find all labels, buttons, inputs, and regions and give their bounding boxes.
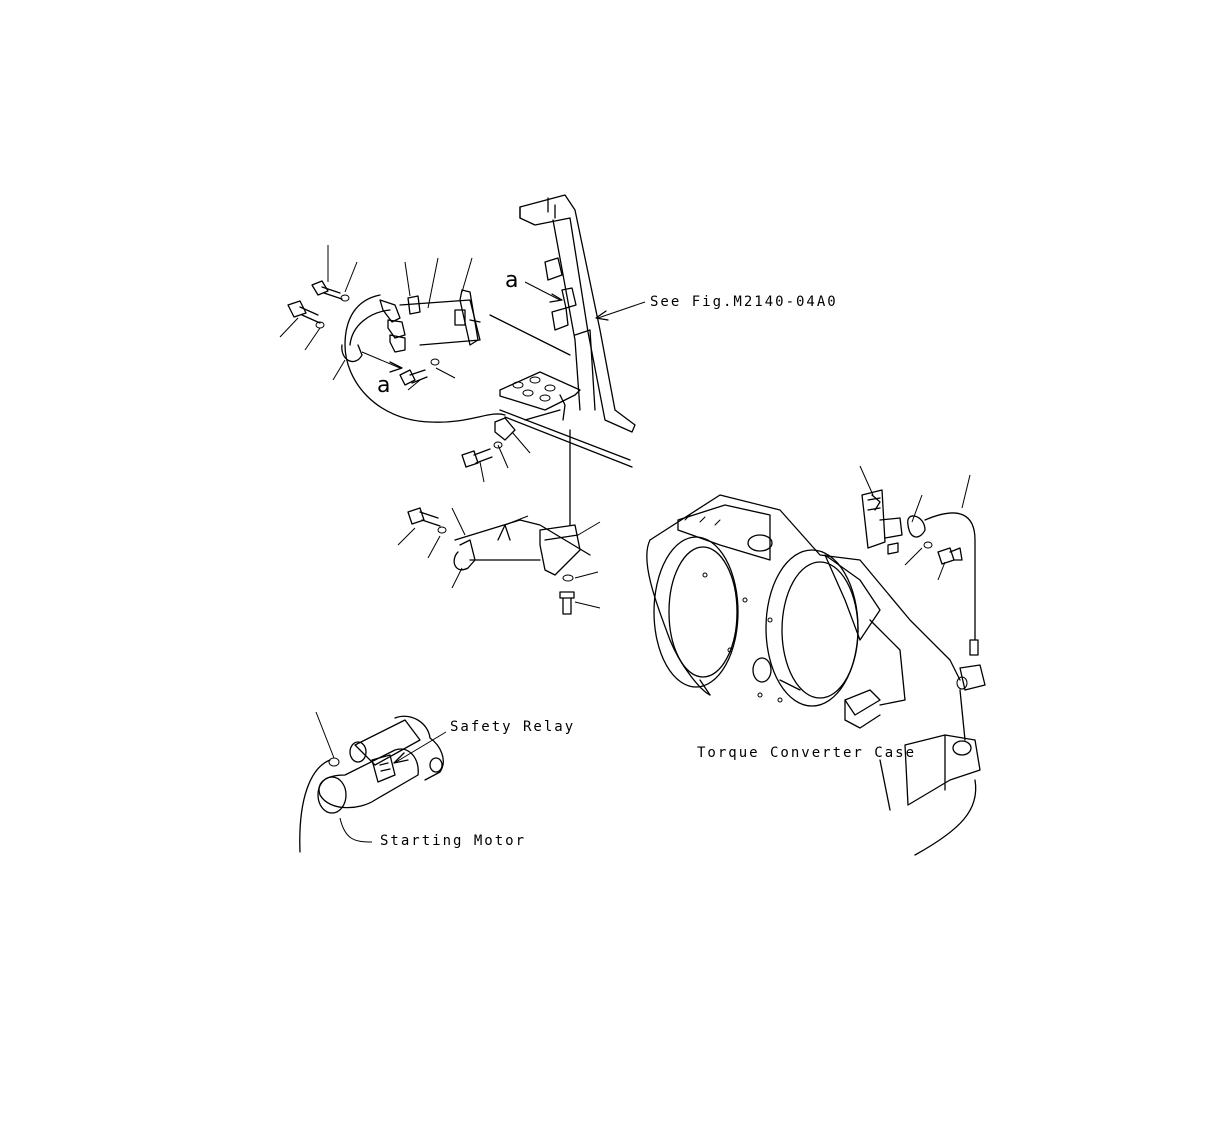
arrow-a-top xyxy=(524,281,563,303)
right-bracket xyxy=(861,489,979,656)
harness-cluster xyxy=(341,289,571,526)
starting-motor-label: Starting Motor xyxy=(380,833,526,849)
callout-leaders xyxy=(279,245,601,609)
frame-bracket xyxy=(519,194,636,433)
safety-relay-arrow xyxy=(393,731,447,764)
marker-a-bottom: a xyxy=(377,373,390,398)
torque-converter-case xyxy=(646,494,986,856)
right-leaders xyxy=(859,465,971,581)
starting-motor xyxy=(299,711,444,853)
torque-converter-case-label: Torque Converter Case xyxy=(697,745,916,761)
see-fig-arrow xyxy=(595,301,646,321)
safety-relay-label: Safety Relay xyxy=(450,719,575,735)
bolts-upper xyxy=(287,280,503,468)
arrow-a-bottom xyxy=(361,351,403,373)
marker-a-top: a xyxy=(505,268,518,293)
mounting-plate xyxy=(499,371,633,468)
lower-bracket xyxy=(407,507,591,615)
see-fig-label: See Fig.M2140-04A0 xyxy=(650,294,838,310)
